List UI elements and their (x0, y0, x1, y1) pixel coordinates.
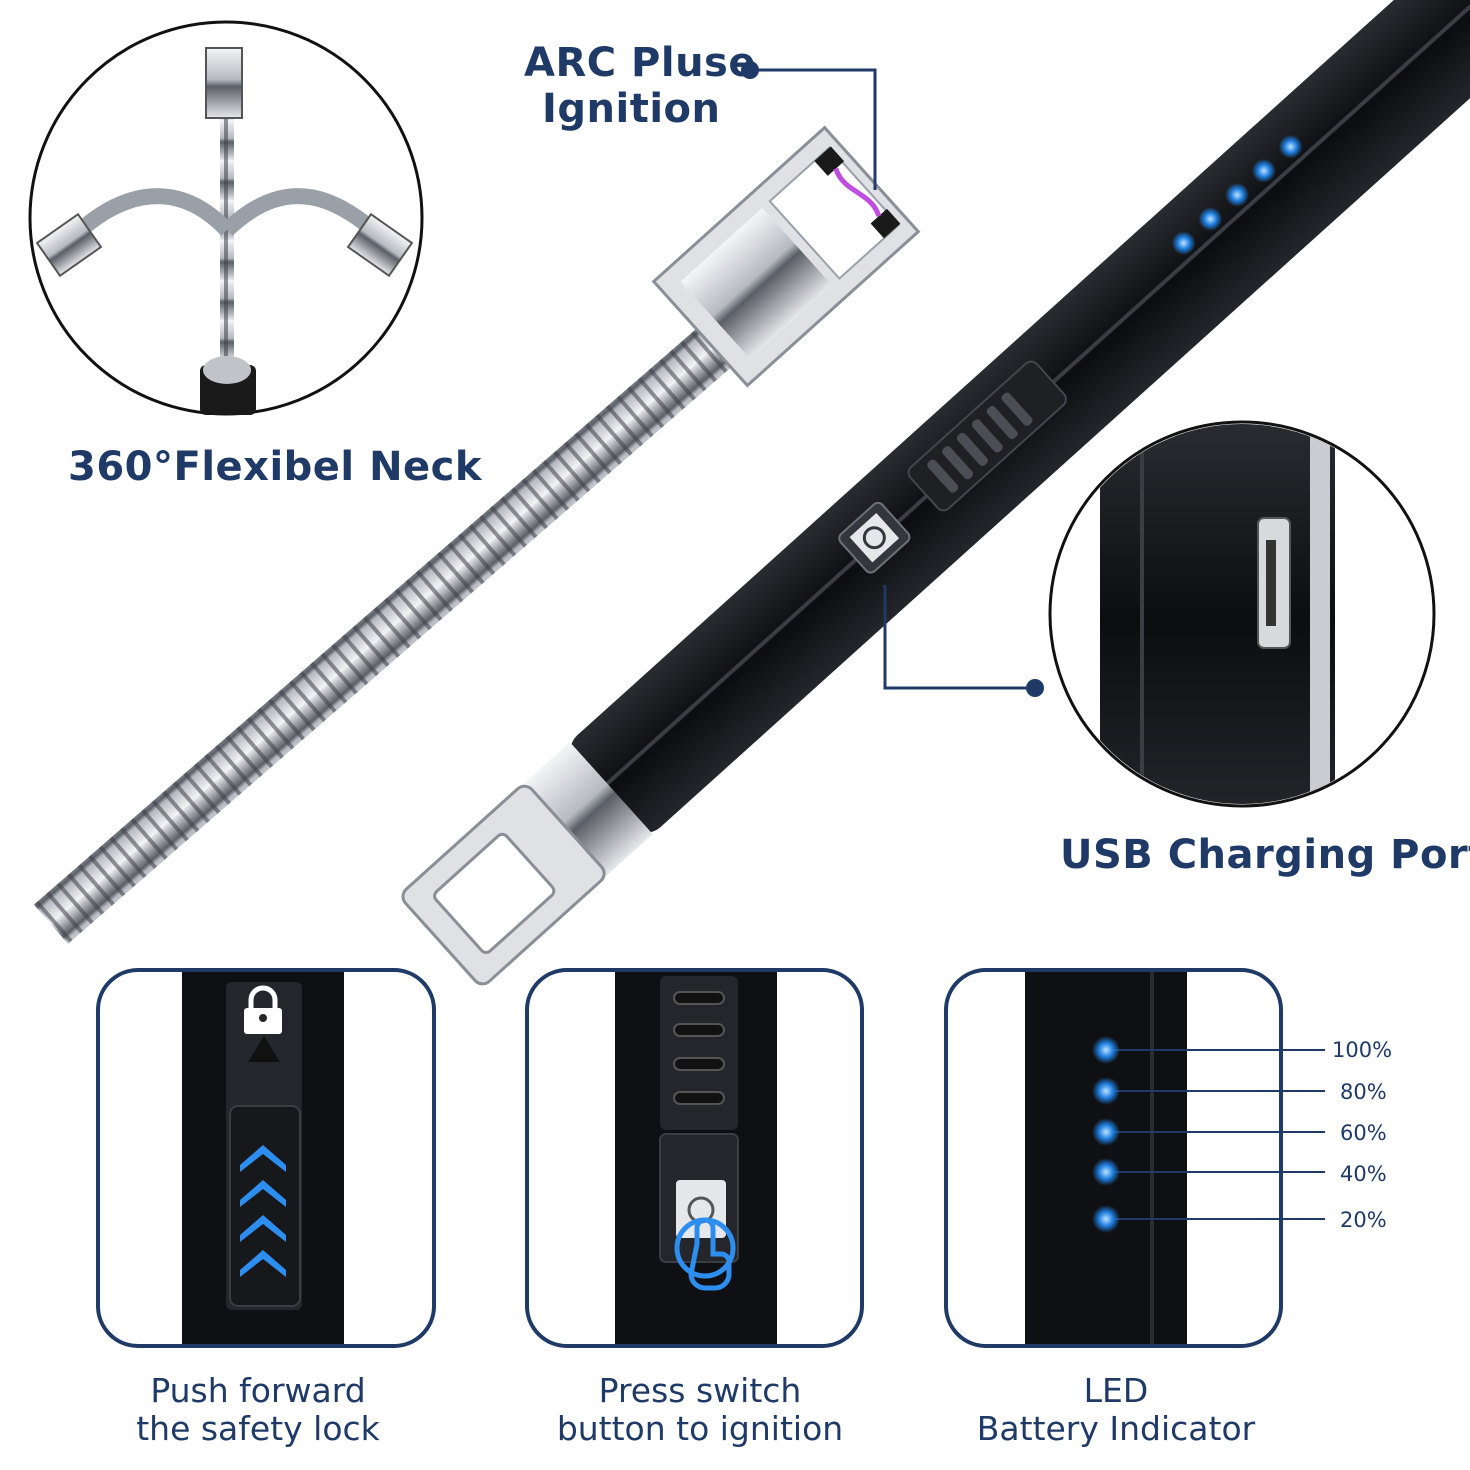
lock-icon (244, 985, 282, 1034)
ignition-tip (651, 125, 921, 388)
flexible-neck-label: 360°Flexibel Neck (68, 444, 482, 490)
switch-button-caption: Press switch button to ignition (540, 1372, 860, 1448)
safety-slider (907, 360, 1067, 512)
led-indicators (1171, 134, 1303, 256)
battery-indicator-caption: LED Battery Indicator (966, 1372, 1266, 1448)
safety-lock-caption: Push forward the safety lock (98, 1372, 418, 1448)
chevron-up-icon (240, 1145, 286, 1277)
caption-line: Battery Indicator (976, 1409, 1256, 1448)
caption-line: the safety lock (136, 1409, 380, 1448)
lighter-body (401, 0, 1470, 986)
battery-level-40: 40% (1340, 1162, 1387, 1186)
power-icon (838, 501, 911, 574)
battery-level-60: 60% (1340, 1121, 1387, 1145)
usb-port-label: USB Charging Port (1060, 832, 1470, 878)
caption-line: Push forward (150, 1371, 366, 1410)
caption-line: LED (1083, 1371, 1149, 1410)
panel-switch-button (525, 968, 864, 1348)
finger-press-icon (674, 1217, 736, 1291)
panel-battery-indicator (944, 968, 1325, 1348)
battery-level-100: 100% (1332, 1038, 1393, 1062)
arc-label-line-1: ARC Pluse (524, 40, 756, 86)
callout-dot (741, 61, 759, 79)
neck-inset (28, 20, 424, 416)
caption-line: Press switch (598, 1371, 802, 1410)
leader-lines (750, 68, 1035, 690)
arc-ignition-label: ARC Pluse Ignition (524, 40, 756, 132)
usb-port-inset (1048, 420, 1436, 808)
arc-label-line-2: Ignition (542, 86, 721, 132)
battery-level-20: 20% (1340, 1208, 1387, 1232)
panel-safety-lock (96, 968, 436, 1348)
battery-level-80: 80% (1340, 1080, 1387, 1104)
flexible-neck (33, 314, 748, 944)
hanging-loop (401, 784, 606, 986)
arrow-up-icon (248, 1036, 280, 1062)
callout-dot (1026, 679, 1044, 697)
caption-line: button to ignition (556, 1409, 844, 1448)
battery-leader-lines (1106, 1049, 1325, 1220)
battery-leds (1092, 1036, 1120, 1233)
